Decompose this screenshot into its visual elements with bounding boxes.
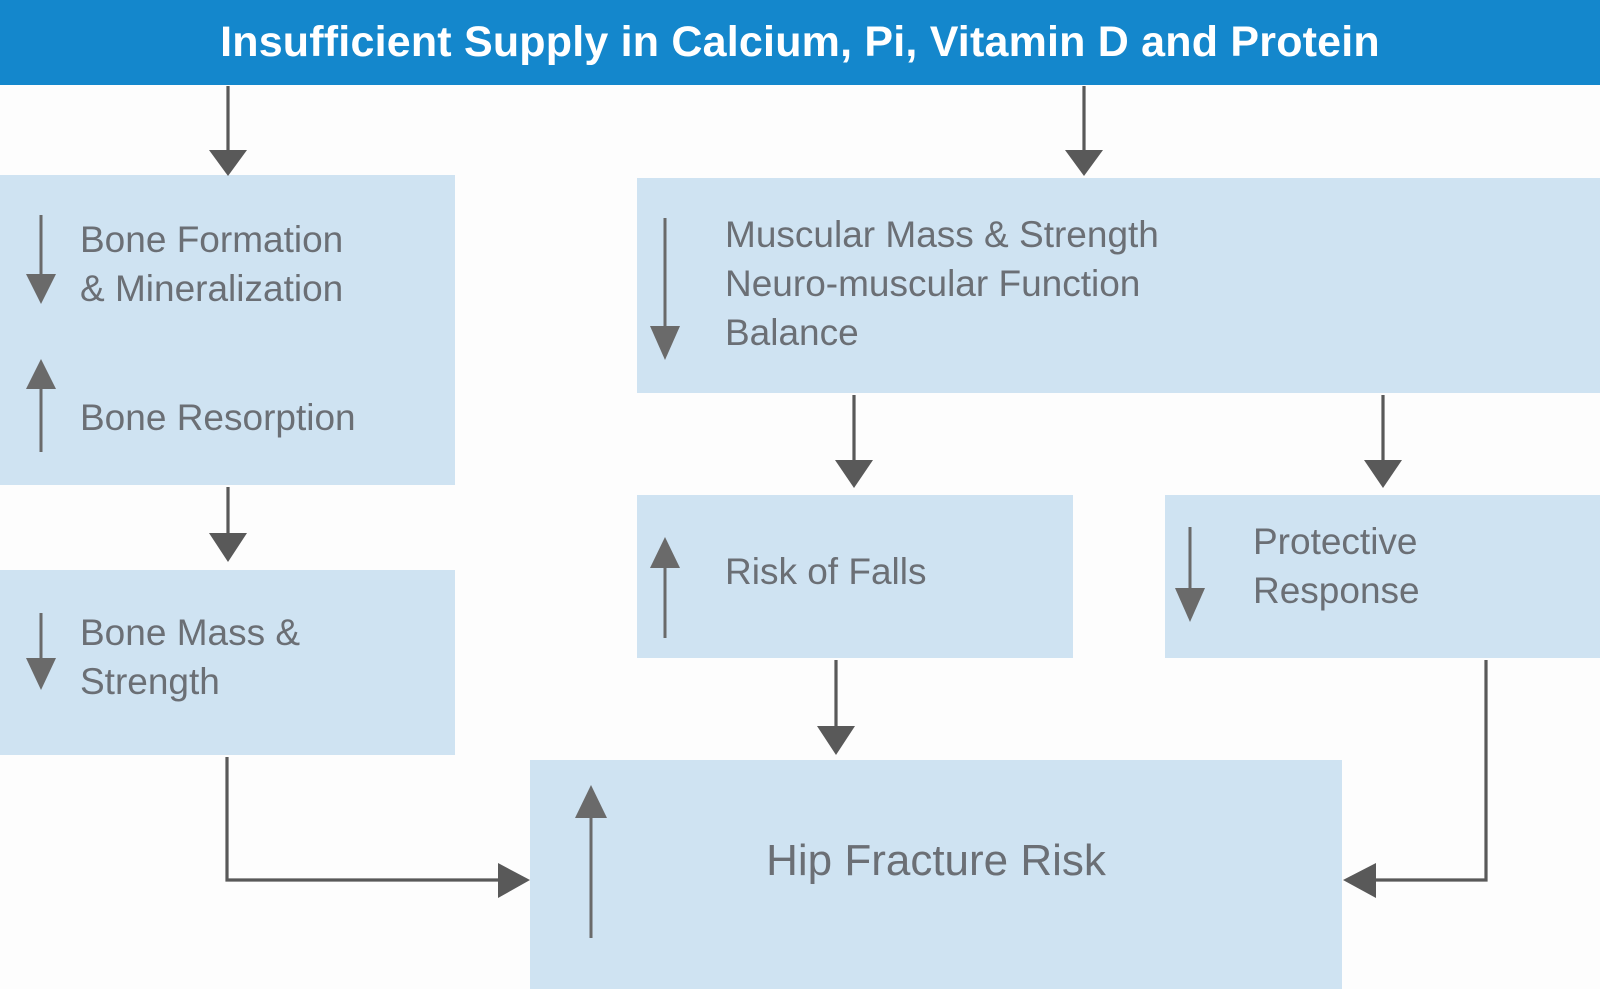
edge-muscular-to-protective-response	[1364, 395, 1402, 488]
edge-bone-resorption-to-bone-mass	[209, 487, 247, 562]
node-hip-fracture-risk: Hip Fracture Risk	[530, 760, 1342, 989]
node-label-bone-mass: Bone Mass & Strength	[80, 612, 301, 703]
node-risk-of-falls: Risk of Falls	[637, 495, 1073, 658]
diagram-header-banner: Insufficient Supply in Calcium, Pi, Vita…	[0, 0, 1600, 85]
edge-risk-of-falls-to-hip-fracture-risk	[817, 660, 855, 755]
edge-muscular-to-risk-of-falls	[835, 395, 873, 488]
node-label-bone-resorption: Bone Resorption	[80, 397, 356, 438]
node-label-protective-response: Protective Response	[1253, 521, 1420, 612]
node-label-hip-fracture-risk: Hip Fracture Risk	[766, 836, 1106, 885]
edge-header-to-bone-formation	[209, 86, 247, 176]
diagram-title: Insufficient Supply in Calcium, Pi, Vita…	[220, 18, 1380, 66]
node-protective-response: Protective Response	[1165, 495, 1600, 658]
node-label-risk-of-falls: Risk of Falls	[725, 551, 927, 592]
edge-protective-response-to-hip-fracture-risk	[1343, 660, 1488, 898]
node-bone-mass: Bone Mass & Strength	[0, 570, 455, 755]
node-label-muscular: Muscular Mass & Strength Neuro-muscular …	[725, 214, 1159, 354]
node-muscular: Muscular Mass & Strength Neuro-muscular …	[637, 178, 1600, 393]
node-label-bone-formation: Bone Formation & Mineralization	[80, 219, 344, 310]
edge-header-to-muscular	[1065, 86, 1103, 176]
node-bone-formation-resorption: Bone Formation & Mineralization Bone Res…	[0, 175, 455, 485]
edge-bone-mass-to-hip-fracture-risk	[225, 757, 530, 898]
